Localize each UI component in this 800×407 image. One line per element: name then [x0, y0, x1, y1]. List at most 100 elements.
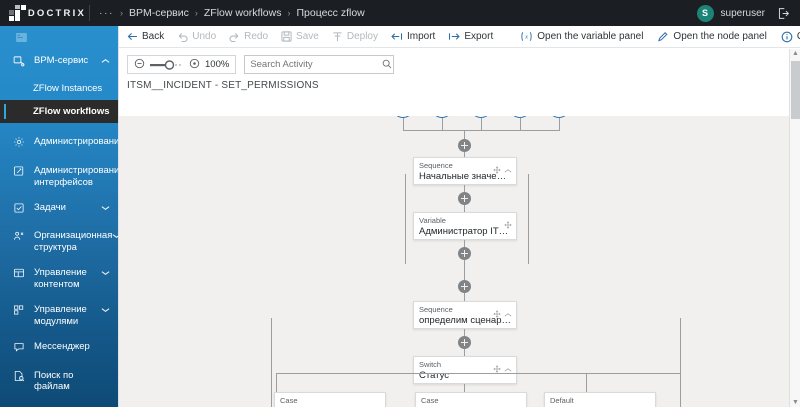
- node-sequence-1[interactable]: Sequence Начальные значения: [413, 157, 517, 185]
- move-icon[interactable]: [493, 305, 501, 323]
- export-button[interactable]: Export: [448, 31, 493, 42]
- toolbar-right-group: x Open the variable panel Open the node …: [506, 28, 800, 45]
- topbar-divider: [89, 5, 90, 21]
- export-label: Export: [464, 31, 494, 42]
- node-case-1[interactable]: Case Черновик: [274, 392, 386, 407]
- save-button[interactable]: Save: [281, 31, 319, 42]
- collapse-icon[interactable]: [504, 360, 512, 378]
- scroll-down-icon[interactable]: ▼: [792, 399, 799, 406]
- chevron-down-icon[interactable]: [101, 203, 110, 215]
- chevron-down-icon[interactable]: [101, 268, 110, 280]
- zoom-slider[interactable]: [150, 59, 184, 70]
- topbar-user-area: S superuser: [696, 4, 800, 22]
- sidebar-item-zflow-workflows[interactable]: ZFlow workflows: [0, 99, 118, 123]
- search-input[interactable]: [250, 59, 383, 70]
- scroll-up-icon[interactable]: ▲: [792, 50, 799, 57]
- chevron-down-icon[interactable]: [101, 305, 110, 317]
- sidebar-toggle-button[interactable]: [0, 26, 118, 48]
- add-node-button[interactable]: [458, 247, 471, 260]
- pencil-icon: [657, 31, 669, 42]
- vertical-scrollbar[interactable]: ▲ ▼: [789, 49, 800, 407]
- node-icons: [493, 360, 512, 378]
- connector-line: [559, 118, 560, 130]
- menu-toggle-icon: [16, 32, 27, 42]
- gear-icon: [13, 136, 26, 152]
- add-node-button[interactable]: [458, 192, 471, 205]
- sidebar-item-messenger[interactable]: Мессенджер: [0, 334, 118, 363]
- modules-icon: [13, 304, 26, 320]
- sidebar-item-service-desk[interactable]: Service desk: [0, 399, 118, 407]
- connector-line: [464, 152, 465, 161]
- node-variable-1[interactable]: Variable Администратор ITSM: [413, 212, 517, 240]
- zoom-in-icon[interactable]: [189, 56, 200, 74]
- node-type-label: Sequence: [419, 161, 453, 170]
- open-variable-panel-button[interactable]: x Open the variable panel: [520, 31, 643, 42]
- sidebar-item-label: Мессенджер: [34, 340, 90, 352]
- breadcrumb: ··· › BPM-сервис › ZFlow workflows › Про…: [99, 7, 365, 19]
- sidebar-item-label: Управление контентом: [34, 267, 87, 290]
- search-activity-box[interactable]: [244, 55, 395, 74]
- node-default-1[interactable]: Default Execute default: [544, 392, 656, 407]
- move-icon[interactable]: [504, 216, 512, 234]
- editor-toolbar: Back Undo Redo Save: [119, 26, 800, 48]
- chevron-down-icon[interactable]: [112, 231, 118, 243]
- move-icon[interactable]: [493, 360, 501, 378]
- breadcrumb-item-bpm[interactable]: BPM-сервис: [129, 7, 189, 19]
- scrollbar-thumb[interactable]: [791, 61, 800, 119]
- open-node-panel-button[interactable]: Open the node panel: [657, 31, 767, 42]
- add-node-button[interactable]: [458, 139, 471, 152]
- breadcrumb-separator: ›: [194, 8, 198, 18]
- connector-line: [403, 130, 560, 131]
- node-case-2[interactable]: Case Запрос дополнительной и...: [415, 392, 527, 407]
- node-icons: [504, 216, 512, 234]
- breadcrumb-item-workflows[interactable]: ZFlow workflows: [203, 7, 282, 19]
- breadcrumb-item-process[interactable]: Процесс zflow: [296, 7, 365, 19]
- open-variable-panel-label: Open the variable panel: [537, 31, 644, 42]
- import-icon: [391, 32, 403, 41]
- sidebar-item-zflow-instances[interactable]: ZFlow Instances: [0, 77, 118, 100]
- logout-icon[interactable]: [777, 7, 790, 20]
- sidebar-subitem-label: ZFlow Instances: [33, 82, 103, 94]
- redo-button[interactable]: Redo: [229, 31, 268, 42]
- sidebar-item-modules-management[interactable]: Управление модулями: [0, 297, 118, 334]
- open-workflow-panel-button[interactable]: Open the workflow panel: [781, 31, 800, 43]
- tasks-icon: [13, 202, 26, 218]
- connector-line: [464, 349, 465, 357]
- collapse-icon[interactable]: [504, 305, 512, 323]
- sequence-scope-frame-2: [271, 318, 681, 407]
- deploy-button[interactable]: Deploy: [332, 31, 378, 42]
- chevron-up-icon[interactable]: [101, 56, 110, 68]
- undo-label: Undo: [192, 31, 217, 42]
- collapse-icon[interactable]: [504, 161, 512, 179]
- node-switch-1[interactable]: Switch Статус: [413, 356, 517, 384]
- sidebar-item-content-management[interactable]: Управление контентом: [0, 260, 118, 297]
- zoom-out-icon[interactable]: [134, 56, 145, 74]
- file-search-icon: [13, 370, 26, 386]
- sidebar-item-interface-administration[interactable]: Администрирование интерфейсов: [0, 158, 118, 195]
- avatar[interactable]: S: [696, 4, 714, 22]
- sequence-scope-frame: [405, 174, 529, 264]
- add-node-button[interactable]: [458, 336, 471, 349]
- arrow-left-icon: [127, 32, 138, 41]
- search-icon[interactable]: [382, 56, 392, 74]
- sidebar-item-file-search[interactable]: Поиск по файлам: [0, 363, 118, 400]
- add-node-button[interactable]: [458, 280, 471, 293]
- undo-button[interactable]: Undo: [177, 31, 216, 42]
- sidebar-item-tasks[interactable]: Задачи: [0, 195, 118, 224]
- sidebar-item-administration[interactable]: Администрирование: [0, 129, 118, 158]
- import-label: Import: [406, 31, 436, 42]
- node-sequence-2[interactable]: Sequence определим сценарий выд...: [413, 301, 517, 329]
- sidebar-item-org-structure[interactable]: Организационная структура: [0, 223, 118, 260]
- zoom-level-label: 100%: [205, 59, 230, 70]
- logo-text: DOCTRIX: [27, 7, 86, 19]
- workflow-canvas[interactable]: Sequence Начальные значения Variable: [119, 116, 793, 407]
- move-icon[interactable]: [493, 161, 501, 179]
- sidebar-item-bpm-service[interactable]: BPM-сервис: [0, 48, 118, 77]
- back-button[interactable]: Back: [127, 31, 164, 42]
- import-button[interactable]: Import: [391, 31, 435, 42]
- connector-line: [464, 329, 465, 337]
- breadcrumb-separator: ›: [287, 8, 291, 18]
- breadcrumb-overflow[interactable]: ···: [99, 7, 114, 19]
- export-icon: [448, 32, 461, 41]
- app-logo[interactable]: DOCTRIX: [0, 5, 86, 21]
